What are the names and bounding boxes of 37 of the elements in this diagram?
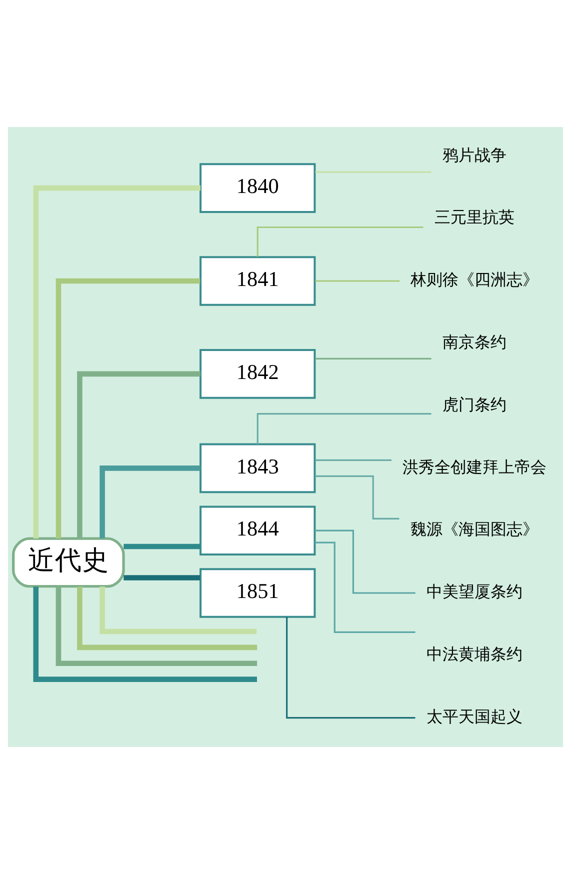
node-text: 中美望厦条约 — [426, 582, 523, 601]
connector — [256, 226, 424, 256]
connector — [77, 586, 258, 650]
connector — [56, 586, 258, 666]
node-box: 1843 — [200, 442, 316, 493]
node-text: 太平天国起义 — [426, 706, 523, 726]
connector — [256, 412, 432, 444]
node-text: 虎门条约 — [442, 394, 507, 414]
connector — [56, 278, 200, 538]
connector — [100, 586, 257, 634]
connector — [315, 357, 432, 359]
connector — [286, 616, 416, 718]
node-text: 鸦片战争 — [442, 144, 507, 164]
connector — [315, 458, 392, 461]
connector — [315, 170, 432, 172]
node-text: 三元里抗英 — [434, 207, 515, 226]
connector — [33, 586, 257, 682]
connector — [124, 543, 200, 549]
node-text: 南京条约 — [442, 332, 507, 352]
connector — [314, 529, 416, 594]
connector — [315, 280, 400, 282]
node-box: 1844 — [200, 505, 316, 555]
node-text: 林则徐《四洲志》 — [410, 270, 539, 289]
node-text: 洪秀全创建拜上帝会 — [402, 456, 547, 476]
connector — [33, 184, 201, 538]
node-text: 魏源《海国图志》 — [410, 519, 539, 538]
connector — [77, 370, 200, 538]
connector — [315, 474, 400, 519]
node-text: 中法黄埔条约 — [426, 644, 523, 664]
connector — [314, 541, 416, 632]
node-box: 近代史 — [12, 536, 125, 588]
node-box: 1840 — [200, 162, 316, 212]
node-box: 1842 — [200, 348, 316, 398]
connector — [100, 465, 200, 538]
node-box: 1851 — [200, 568, 316, 618]
node-box: 1841 — [200, 256, 316, 306]
connector — [124, 574, 200, 580]
